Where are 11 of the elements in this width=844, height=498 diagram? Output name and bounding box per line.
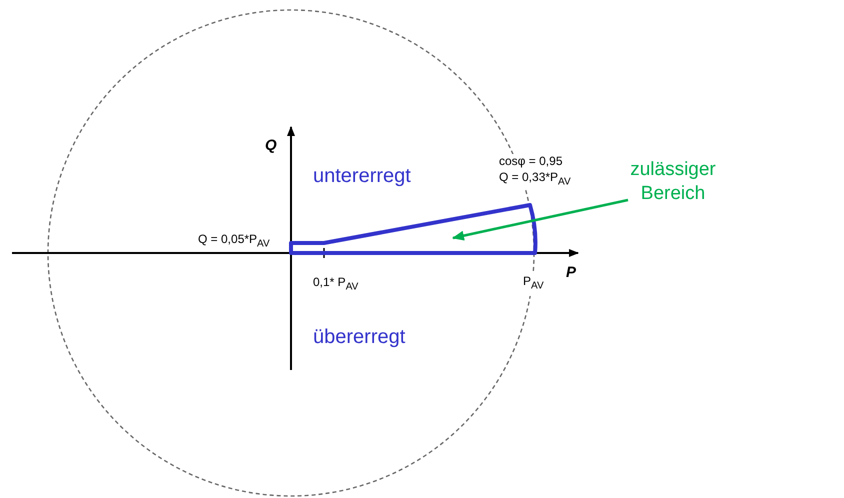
region-label: untererregt: [313, 164, 411, 188]
axis-label: Q: [265, 137, 277, 155]
region-label: übererregt: [313, 325, 406, 349]
area-label: zulässiger Bereich: [628, 158, 718, 206]
annotation-text: cosφ = 0,95: [497, 154, 564, 168]
operating-region: [289, 203, 538, 255]
leader-arrow: [452, 198, 628, 241]
annotation-text: Q = 0,33*P$_{AV}$: [497, 170, 573, 188]
annotation-text: Q = 0,05*P$_{AV}$: [198, 232, 270, 250]
tick-label: 0,1* P$_{AV}$: [313, 275, 358, 294]
axis-label: P: [566, 264, 576, 282]
